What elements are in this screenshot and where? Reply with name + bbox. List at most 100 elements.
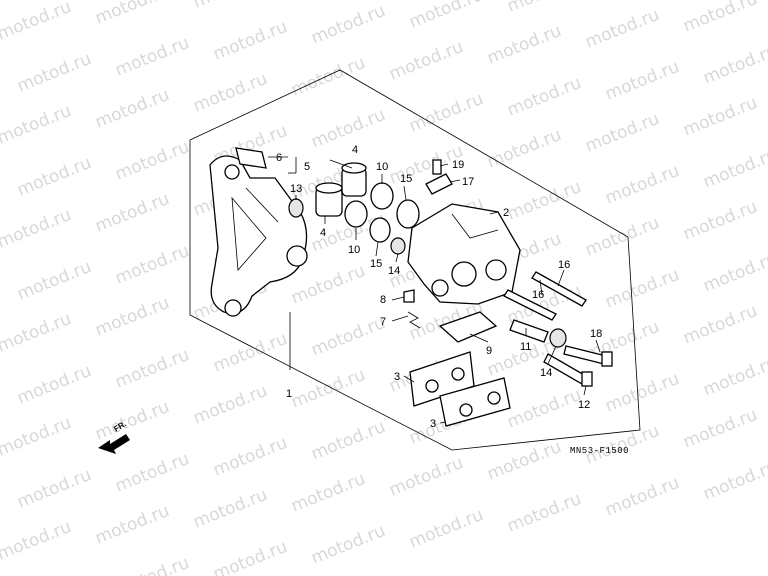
watermark-text: motod.ru xyxy=(92,293,172,341)
bleeder-cap xyxy=(425,173,453,195)
watermark-text: motod.ru xyxy=(406,0,486,33)
watermark-text: motod.ru xyxy=(112,345,192,393)
watermark-text: motod.ru xyxy=(190,485,270,533)
watermark-text: motod.ru xyxy=(14,49,94,97)
watermark-text: motod.ru xyxy=(484,437,564,485)
watermark-text: motod.ru xyxy=(602,265,682,313)
piston-seal-upper xyxy=(396,199,420,229)
callout-14b: 14 xyxy=(540,367,552,379)
callout-10b: 10 xyxy=(348,244,360,256)
callout-15a: 15 xyxy=(400,173,412,185)
watermark-text: motod.ru xyxy=(700,353,768,401)
watermark-text: motod.ru xyxy=(602,369,682,417)
callout-9: 9 xyxy=(486,345,492,357)
watermark-text: motod.ru xyxy=(0,517,74,565)
watermark-text: motod.ru xyxy=(210,17,290,65)
watermark-text: motod.ru xyxy=(386,37,466,85)
watermark-text: motod.ru xyxy=(680,301,760,349)
watermark-text: motod.ru xyxy=(680,197,760,245)
watermark-text: motod.ru xyxy=(582,421,662,469)
callout-8: 8 xyxy=(380,294,386,306)
watermark-text: motod.ru xyxy=(288,53,368,101)
bleeder-valve xyxy=(432,159,442,175)
callout-15b: 15 xyxy=(370,258,382,270)
diagram-code: MN53-F1500 xyxy=(570,446,629,456)
slide-pin-bushing xyxy=(549,328,567,348)
watermark-text: motod.ru xyxy=(602,473,682,521)
watermark-text: motod.ru xyxy=(0,205,74,253)
watermark-text: motod.ru xyxy=(700,249,768,297)
watermark-text: motod.ru xyxy=(406,89,486,137)
watermark-text: motod.ru xyxy=(602,0,682,1)
callout-12: 12 xyxy=(578,399,590,411)
watermark-text: motod.ru xyxy=(112,553,192,576)
watermark-text: motod.ru xyxy=(582,5,662,53)
pad-spring xyxy=(438,311,498,343)
pad-pin-lower xyxy=(503,289,557,321)
watermark-text: motod.ru xyxy=(308,521,388,569)
watermark-text: motod.ru xyxy=(190,381,270,429)
callout-2: 2 xyxy=(503,207,509,219)
pad-spring-pin xyxy=(403,289,415,303)
watermark-text: motod.ru xyxy=(210,537,290,576)
bracket-boot xyxy=(288,198,304,218)
watermark-text: motod.ru xyxy=(0,0,74,45)
callout-6: 6 xyxy=(276,152,282,164)
watermark-text: motod.ru xyxy=(484,125,564,173)
watermark-text: motod.ru xyxy=(308,313,388,361)
watermark-text: motod.ru xyxy=(14,153,94,201)
callout-13: 13 xyxy=(290,183,302,195)
watermark-text: motod.ru xyxy=(602,57,682,105)
callout-17: 17 xyxy=(462,176,474,188)
callout-3a: 3 xyxy=(394,371,400,383)
watermark-text: motod.ru xyxy=(582,213,662,261)
callout-3b: 3 xyxy=(430,418,436,430)
watermark-text: motod.ru xyxy=(0,309,74,357)
watermark-text: motod.ru xyxy=(92,0,172,29)
watermark-text: motod.ru xyxy=(92,85,172,133)
watermark-text: motod.ru xyxy=(700,145,768,193)
watermark-text: motod.ru xyxy=(700,457,768,505)
caliper-bolt-upper xyxy=(563,345,613,367)
watermark-text: motod.ru xyxy=(92,397,172,445)
pad-pin-upper xyxy=(531,271,587,307)
piston-lower xyxy=(315,182,343,217)
callout-4a: 4 xyxy=(352,144,358,156)
watermark-text: motod.ru xyxy=(484,21,564,69)
watermark-text: motod.ru xyxy=(112,33,192,81)
watermark-text: motod.ru xyxy=(190,69,270,117)
watermark-text: motod.ru xyxy=(190,0,270,13)
callout-5: 5 xyxy=(304,161,310,173)
watermark-text: motod.ru xyxy=(210,433,290,481)
assembly-outline xyxy=(189,69,641,451)
callout-4b: 4 xyxy=(320,227,326,239)
pad-spring-clip xyxy=(407,311,421,329)
watermark-text: motod.ru xyxy=(680,0,760,37)
caliper-body xyxy=(407,203,521,305)
watermark-text: motod.ru xyxy=(582,109,662,157)
watermark-text: motod.ru xyxy=(112,449,192,497)
callout-18: 18 xyxy=(590,328,602,340)
watermark-text: motod.ru xyxy=(406,505,486,553)
watermark-text: motod.ru xyxy=(700,41,768,89)
watermark-text: motod.ru xyxy=(112,137,192,185)
brake-pad-upper xyxy=(409,351,475,407)
watermark-text: motod.ru xyxy=(680,405,760,453)
watermark-text: motod.ru xyxy=(602,161,682,209)
callout-labels: 1 2 3 3 4 4 5 6 7 8 9 10 10 11 12 13 14 … xyxy=(276,144,602,430)
dust-seal-lower xyxy=(344,200,368,228)
callout-14a: 14 xyxy=(388,265,400,277)
watermark-text: motod.ru xyxy=(504,177,584,225)
watermark-text: motod.ru xyxy=(504,385,584,433)
callout-16a: 16 xyxy=(558,259,570,271)
watermark-text: motod.ru xyxy=(210,329,290,377)
watermark-text: motod.ru xyxy=(0,101,74,149)
callout-10a: 10 xyxy=(376,161,388,173)
watermark-text: motod.ru xyxy=(308,1,388,49)
callout-16b: 16 xyxy=(532,289,544,301)
watermark-text: motod.ru xyxy=(680,93,760,141)
slide-pin-sleeve xyxy=(509,319,549,343)
watermark-text: motod.ru xyxy=(92,501,172,549)
watermark-text: motod.ru xyxy=(504,0,584,17)
brake-pad-lower xyxy=(439,377,511,427)
